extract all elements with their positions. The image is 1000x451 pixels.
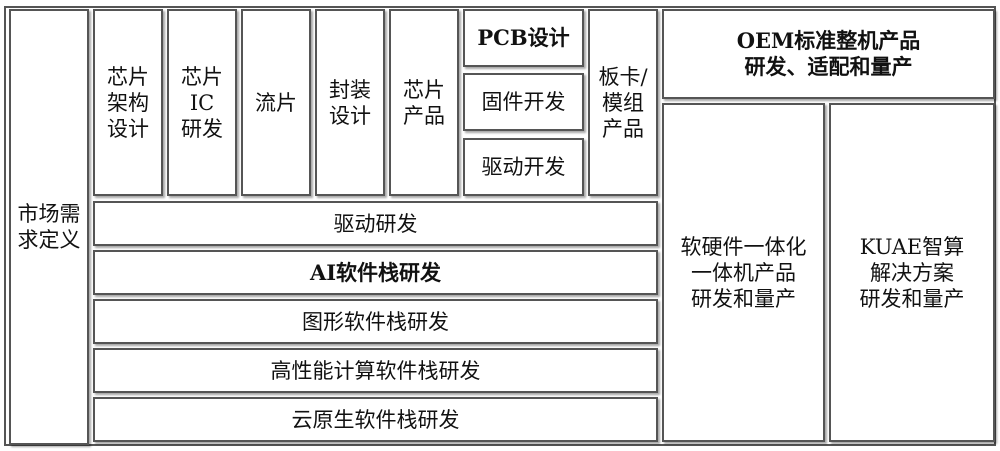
board-module-product-label: 板卡/ 模组 产品 bbox=[598, 64, 648, 141]
oem-machine-box: OEM标准整机产品 研发、适配和量产 bbox=[662, 9, 995, 99]
kuae-solution-box: KUAE智算 解决方案 研发和量产 bbox=[829, 103, 995, 442]
hpc-stack-rd-label: 高性能计算软件栈研发 bbox=[270, 358, 481, 383]
firmware-dev-box: 固件开发 bbox=[463, 73, 584, 131]
chip-ic-rd-box: 芯片 IC 研发 bbox=[167, 9, 237, 196]
package-design-box: 封装 设计 bbox=[315, 9, 385, 196]
driver-rd-label: 驱动研发 bbox=[333, 211, 418, 236]
driver-rd-row: 驱动研发 bbox=[93, 201, 658, 246]
oem-machine-label: OEM标准整机产品 研发、适配和量产 bbox=[736, 28, 921, 79]
tapeout-label: 流片 bbox=[255, 90, 297, 115]
chip-product-label: 芯片 产品 bbox=[403, 77, 445, 128]
graphics-stack-rd-row: 图形软件栈研发 bbox=[93, 299, 658, 344]
package-design-label: 封装 设计 bbox=[329, 77, 371, 128]
chip-arch-design-label: 芯片 架构 设计 bbox=[107, 64, 149, 141]
pcb-design-label: PCB设计 bbox=[477, 25, 570, 50]
cloud-native-stack-rd-row: 云原生软件栈研发 bbox=[93, 397, 658, 442]
pcb-design-box: PCB设计 bbox=[463, 9, 584, 67]
ai-stack-rd-label: AI软件栈研发 bbox=[309, 259, 442, 285]
market-demand-label: 市场需 求定义 bbox=[17, 202, 81, 252]
kuae-solution-label: KUAE智算 解决方案 研发和量产 bbox=[859, 234, 965, 311]
driver-dev-box: 驱动开发 bbox=[463, 138, 584, 196]
hw-sw-integration-box: 软硬件一体化 一体机产品 研发和量产 bbox=[662, 103, 825, 442]
board-module-product-box: 板卡/ 模组 产品 bbox=[588, 9, 658, 196]
chip-arch-design-box: 芯片 架构 设计 bbox=[93, 9, 163, 196]
tapeout-box: 流片 bbox=[241, 9, 311, 196]
hpc-stack-rd-row: 高性能计算软件栈研发 bbox=[93, 348, 658, 393]
chip-product-box: 芯片 产品 bbox=[389, 9, 459, 196]
firmware-dev-label: 固件开发 bbox=[481, 90, 566, 114]
graphics-stack-rd-label: 图形软件栈研发 bbox=[302, 309, 449, 334]
cloud-native-stack-rd-label: 云原生软件栈研发 bbox=[291, 407, 460, 432]
hw-sw-integration-label: 软硬件一体化 一体机产品 研发和量产 bbox=[680, 234, 807, 311]
market-demand-box: 市场需 求定义 bbox=[9, 9, 89, 445]
chip-ic-rd-label: 芯片 IC 研发 bbox=[181, 64, 223, 141]
driver-dev-label: 驱动开发 bbox=[481, 155, 566, 179]
ai-stack-rd-row: AI软件栈研发 bbox=[93, 250, 658, 295]
